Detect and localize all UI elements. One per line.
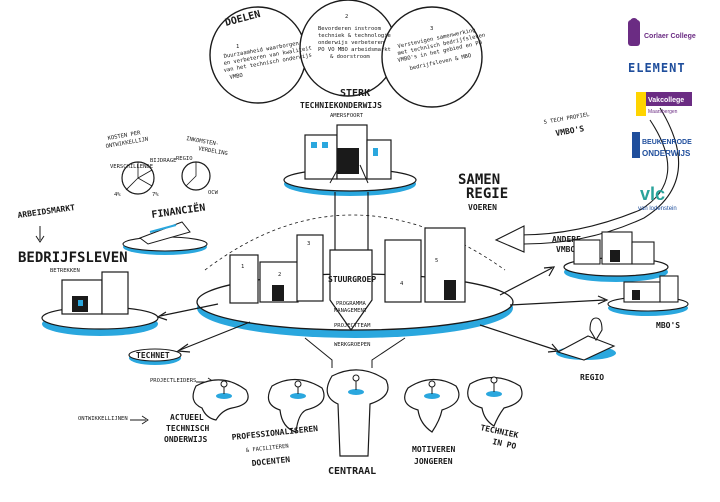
central-subtitle: AMERSFOORT (330, 113, 364, 119)
finance-group: KOSTEN PER ONTWIKKELLIJN VERSCHILLENDE B… (105, 130, 228, 255)
goal-circle-3 (381, 6, 483, 108)
main-island: 1 2 3 4 5 (196, 214, 514, 338)
techprofiel-label-1: 5 TECH PROFIEL (543, 112, 590, 126)
key-4 (404, 378, 460, 433)
pie1-label-4: 7% (152, 192, 159, 198)
pie1-label-1: VERSCHILLENDE (110, 164, 153, 170)
logo-beukenrode: BEUKENRODE ONDERWIJS (632, 132, 692, 158)
building-number-3: 3 (307, 241, 310, 247)
costs-label-1: KOSTEN PER (107, 130, 141, 142)
goal-3-number: 3 (430, 26, 433, 32)
ontwikkellijnen-label: ONTWIKKELLIJNEN (78, 416, 128, 422)
key-2-line-2: & FACILITEREN (246, 444, 289, 454)
right-group: 5 TECH PROFIEL VMBO'S SAMEN REGIE VOEREN… (458, 107, 689, 382)
goals-group: DOELEN 1 Duurzaamheid waarborgen en verb… (209, 0, 486, 108)
pie1-label-2: BIJDRAGE (150, 158, 177, 164)
goal-2-line-1: Bevorderen instroom (318, 26, 382, 32)
central-title-line-2: TECHNIEKONDERWIJS (300, 101, 382, 110)
key-4-line-1: MOTIVEREN (412, 445, 456, 454)
goal-2-line-4: PO VO MBO arbeidsmarkt (318, 47, 391, 53)
bottom-group: PROJECTLEIDERS ONTWIKKELLIJNEN (78, 369, 523, 477)
regio-label: REGIO (580, 373, 604, 382)
goal-2-number: 2 (345, 14, 348, 20)
pie2-label-1: REGIO (176, 156, 193, 162)
logo-vlc-text: vlc (640, 184, 665, 204)
building-number-2: 2 (278, 272, 281, 278)
andere-label-2: VMBO'S (556, 245, 585, 254)
logo-vakcollege-subtext: Maarsbergen (648, 109, 678, 115)
logo-onderwijs-text: ONDERWIJS (642, 149, 691, 158)
andere-label-1: ANDERE (552, 235, 581, 244)
arbeidsmarkt-label: ARBEIDSMARKT (17, 203, 76, 220)
income-label-2: VERDELING (198, 146, 228, 157)
left-group: ARBEIDSMARKT BEDRIJFSLEVEN BETREKKEN (17, 203, 159, 336)
building-number-4: 4 (400, 281, 404, 287)
location-pin-icon (589, 317, 603, 342)
pie2-label-2: OCW (208, 190, 219, 196)
logo-vakcollege-text: Vakcollege (648, 97, 684, 104)
key-2 (267, 378, 325, 433)
central-title: STERK TECHNIEKONDERWIJS AMERSFOORT (300, 88, 382, 119)
logo-vlc-subtext: van lodenstein (638, 206, 677, 212)
logo-element: ELEMENT (628, 61, 686, 75)
technet-label: TECHNET (136, 351, 170, 360)
goal-1-number: 1 (236, 44, 239, 50)
logo-vakcollege: Vakcollege Maarsbergen (636, 92, 692, 116)
income-label-1: INKOMSTEN- (186, 136, 220, 148)
mbos-label: MBO'S (656, 321, 680, 330)
logo-corlaer: Corlaer College (628, 18, 696, 46)
key-3-line-1: CENTRAAL (328, 466, 376, 477)
voeren-label: VOEREN (468, 203, 497, 212)
projectleiders-label: PROJECTLEIDERS (150, 378, 196, 384)
financien-label: FINANCIËN (150, 200, 206, 221)
building-number-5: 5 (435, 258, 438, 264)
stuurgroep-label: STUURGROEP (328, 275, 376, 284)
goal-2-line-3: onderwijs verbeteren (318, 40, 384, 46)
key-2-line-3: DOCENTEN (251, 455, 290, 468)
goal-1-line-4: VMBO (229, 73, 243, 81)
logo-beukenrode-text: BEUKENRODE (642, 139, 692, 146)
betrekken-label: BETREKKEN (50, 268, 80, 274)
werkgroepen-label: WERKGROEPEN (334, 342, 370, 348)
logo-vlc: vlc van lodenstein (638, 184, 677, 212)
central-title-line-1: STERK (340, 88, 370, 99)
key-4-line-2: JONGEREN (414, 457, 453, 466)
key-2-line-1: PROFESSIONALISEREN (231, 424, 318, 442)
programma-label-1: PROGRAMMA (336, 301, 366, 307)
samen-label: SAMEN (458, 172, 500, 188)
key-1-line-2: TECHNISCH (166, 424, 210, 433)
regie-label: REGIE (466, 186, 508, 202)
key-1-line-3: ONDERWIJS (164, 435, 208, 444)
projectteam-label: PROJECTTEAM (334, 323, 371, 329)
logos-column: Corlaer College ELEMENT Vakcollege Maars… (628, 18, 696, 212)
pie1-label-3: 4% (114, 192, 121, 198)
key-3 (326, 369, 389, 457)
technet-group: TECHNET (128, 348, 182, 365)
key-1-line-1: ACTUEEL (170, 413, 204, 422)
top-island (283, 124, 417, 196)
center-stack: STUURGROEP PROGRAMMA MANAGEMENT PROJECTT… (304, 275, 406, 368)
techprofiel-label-2: VMBO'S (555, 124, 585, 138)
connector-arrows (156, 266, 609, 353)
key-5-line-2: IN PO (492, 437, 518, 451)
key-1 (192, 379, 249, 421)
building-number-1: 1 (241, 264, 244, 270)
logo-element-text: ELEMENT (628, 61, 686, 75)
goal-2-line-5: & doorstroom (330, 54, 370, 60)
bedrijfsleven-label: BEDRIJFSLEVEN (18, 250, 128, 266)
logo-corlaer-text: Corlaer College (644, 33, 696, 40)
programma-label-2: MANAGEMENT (334, 308, 368, 314)
key-5 (467, 376, 523, 427)
goal-2-line-2: techniek & technologie (318, 33, 391, 39)
